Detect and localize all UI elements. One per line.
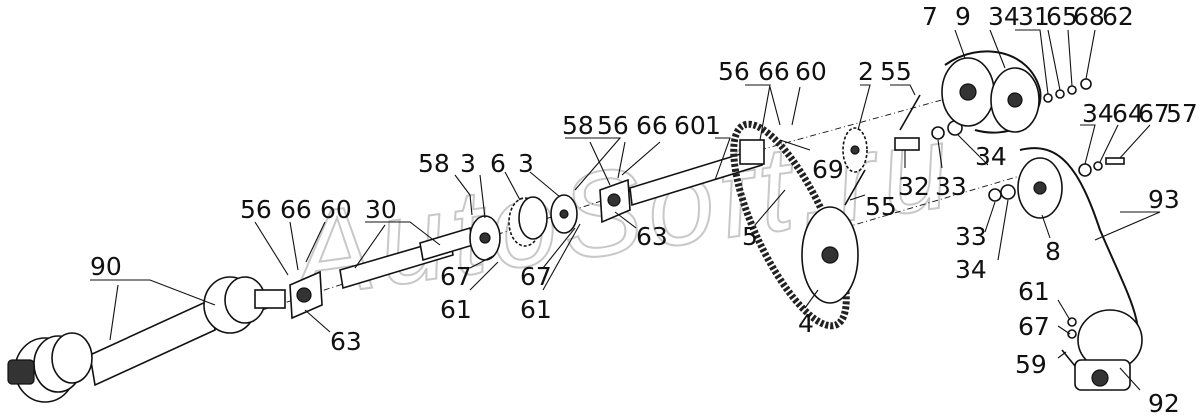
callout-57: 57 <box>1166 99 1198 128</box>
washer-31 <box>1043 93 1053 103</box>
callout-labels: 90 56 66 60 30 63 58 3 6 3 67 61 67 61 5… <box>90 2 1198 418</box>
callout-58: 58 <box>418 149 450 178</box>
callout-60-b: 60 <box>674 111 706 140</box>
callout-2: 2 <box>858 57 874 86</box>
callout-61-b: 61 <box>520 295 552 324</box>
callout-1: 1 <box>705 111 721 140</box>
callout-30: 30 <box>365 195 397 224</box>
nut-62 <box>1080 78 1092 90</box>
callout-63-b: 63 <box>636 222 668 251</box>
callout-7: 7 <box>922 2 938 31</box>
gearbox-92 <box>1074 309 1143 391</box>
double-sprocket-6 <box>508 196 548 247</box>
callout-66-b: 66 <box>636 111 668 140</box>
chain-drive <box>730 120 859 330</box>
callout-67-c: 67 <box>1138 99 1170 128</box>
flange-63-left <box>289 270 323 320</box>
callout-32: 32 <box>898 172 930 201</box>
axle-32 <box>894 137 920 151</box>
axis-line-lower <box>819 169 1041 236</box>
callout-92: 92 <box>1148 389 1180 418</box>
callout-34: 34 <box>975 142 1007 171</box>
callout-65: 65 <box>1046 2 1078 31</box>
callout-3: 3 <box>460 149 476 178</box>
axis-line-upper <box>759 94 961 151</box>
callout-6: 6 <box>490 149 506 178</box>
flange-63-right <box>599 178 631 224</box>
callout-4: 4 <box>798 309 814 338</box>
callout-5: 5 <box>742 222 758 251</box>
callout-69: 69 <box>812 155 844 184</box>
sprocket-3-right <box>550 194 578 234</box>
callout-56: 56 <box>240 195 272 224</box>
spring-34-lower <box>1000 184 1016 200</box>
main-shaft-1 <box>629 139 765 207</box>
callout-60: 60 <box>320 195 352 224</box>
cardan-shaft-90 <box>7 276 286 403</box>
callout-9: 9 <box>955 2 971 31</box>
leader-lines <box>90 29 1161 391</box>
callout-59: 59 <box>1015 350 1047 379</box>
callout-62: 62 <box>1102 2 1134 31</box>
callout-66-c: 66 <box>758 57 790 86</box>
bolt-57 <box>1105 157 1125 165</box>
spring-34-right <box>1078 163 1092 177</box>
callout-60-c: 60 <box>795 57 827 86</box>
bolt-55-upper <box>899 94 921 131</box>
sprocket-2 <box>842 127 868 173</box>
callout-67-b: 67 <box>520 262 552 291</box>
pin-59 <box>1061 349 1076 367</box>
washer-33-upper <box>931 126 945 140</box>
callout-93: 93 <box>1148 185 1180 214</box>
shaft-30 <box>339 226 474 290</box>
callout-55: 55 <box>880 57 912 86</box>
bolt-55-lower <box>844 169 866 206</box>
callout-61: 61 <box>440 295 472 324</box>
callout-55-b: 55 <box>865 192 897 221</box>
washer-67-right <box>1067 329 1077 339</box>
callout-56-c: 56 <box>718 57 750 86</box>
callout-63: 63 <box>330 327 362 356</box>
callout-61-c: 61 <box>1018 277 1050 306</box>
callout-34-d: 34 <box>1082 99 1114 128</box>
callout-33: 33 <box>935 172 967 201</box>
belt-drive <box>941 50 1139 370</box>
sprocket-3-left <box>469 215 501 261</box>
callout-67: 67 <box>440 262 472 291</box>
callout-56-b: 56 <box>597 111 629 140</box>
callout-8: 8 <box>1045 237 1061 266</box>
callout-34-b: 34 <box>955 255 987 284</box>
callout-58-b: 58 <box>562 111 594 140</box>
callout-31: 31 <box>1018 2 1050 31</box>
washer-33-lower <box>988 188 1002 202</box>
callout-33-b: 33 <box>955 222 987 251</box>
callout-3-b: 3 <box>518 149 534 178</box>
callout-64: 64 <box>1112 99 1144 128</box>
callout-66: 66 <box>280 195 312 224</box>
nut-68 <box>1067 85 1077 95</box>
callout-34-c: 34 <box>988 2 1020 31</box>
washer-64 <box>1093 161 1103 171</box>
washer-65 <box>1055 89 1065 99</box>
callout-68: 68 <box>1073 2 1105 31</box>
callout-90: 90 <box>90 252 122 281</box>
callout-67-d: 67 <box>1018 312 1050 341</box>
